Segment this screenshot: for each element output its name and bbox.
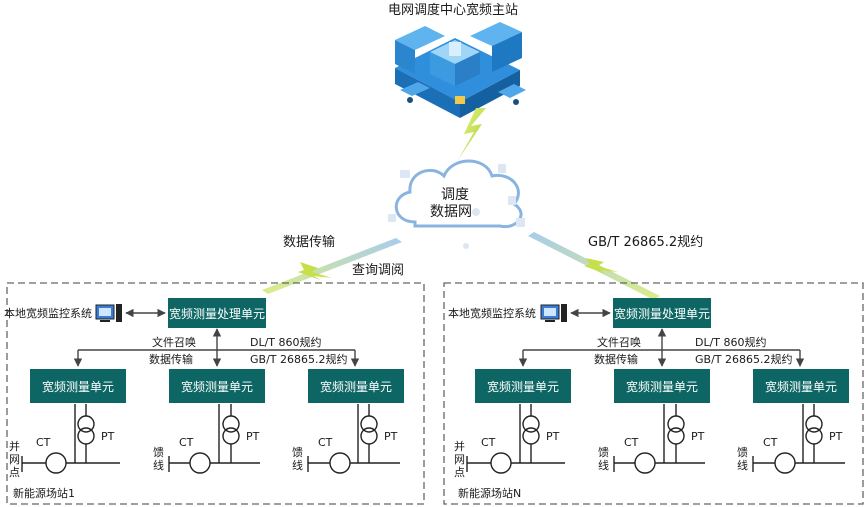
s1-u2-ct: CT <box>179 436 194 449</box>
sn-u1-pt: PT <box>546 430 560 443</box>
sn-u2-line: 馈线 <box>598 446 609 472</box>
monitor-icon-station-n <box>540 304 567 322</box>
lightning-left <box>298 262 332 280</box>
cloud-network-icon <box>388 159 525 249</box>
ct-pt-symbol-sn-u2 <box>613 404 705 474</box>
sn-u3-ct: CT <box>763 436 778 449</box>
link-beam-left <box>262 238 402 294</box>
station-1-unit-1: 宽频测量单元 <box>30 369 126 403</box>
station-n-protocol-dl: DL/T 860规约 <box>695 336 767 349</box>
station-n-unit-3: 宽频测量单元 <box>753 369 849 403</box>
sn-u1-ct: CT <box>481 436 496 449</box>
ct-pt-symbol-s1-u3 <box>307 404 400 474</box>
s1-u3-line: 馈线 <box>292 446 303 472</box>
ct-pt-symbol-s1-u2 <box>168 404 260 474</box>
sn-u2-pt: PT <box>691 430 705 443</box>
cloud-label-line1: 调度 <box>441 187 469 203</box>
station-1-processor-box: 宽频测量处理单元 <box>168 298 266 328</box>
station-n-wiring <box>518 308 805 367</box>
station-1-unit-2: 宽频测量单元 <box>169 369 265 403</box>
station-n-unit-2: 宽频测量单元 <box>614 369 710 403</box>
station-n-monitor-label: 本地宽频监控系统 <box>448 307 536 320</box>
ct-pt-symbol-s1-u1 <box>21 404 120 474</box>
station-1-file-call: 文件召唤 <box>152 336 196 349</box>
station-n-name: 新能源场站N <box>458 487 522 500</box>
s1-u1-pt: PT <box>101 430 115 443</box>
station-n-processor-box: 宽频测量处理单元 <box>613 298 711 328</box>
station-n-protocol-gb: GB/T 26865.2规约 <box>695 353 793 366</box>
sn-u3-line: 馈线 <box>737 446 748 472</box>
s1-u2-line: 馈线 <box>153 446 164 472</box>
station-n-border <box>443 282 864 505</box>
s1-u1-ct: CT <box>36 436 51 449</box>
s1-u3-pt: PT <box>384 430 398 443</box>
station-1-monitor-label: 本地宽频监控系统 <box>4 307 92 320</box>
query-label: 查询调阅 <box>352 263 405 278</box>
sn-u2-ct: CT <box>624 436 639 449</box>
station-1-name: 新能源场站1 <box>13 487 75 500</box>
sn-u3-pt: PT <box>829 430 843 443</box>
station-1-data-transfer: 数据传输 <box>149 353 193 366</box>
left-link-label: 数据传输 <box>283 235 336 250</box>
ct-pt-symbol-sn-u3 <box>752 404 845 474</box>
s1-u3-ct: CT <box>318 436 333 449</box>
station-1-wiring <box>73 308 360 367</box>
cloud-label-line2: 数据网 <box>430 204 472 220</box>
lightning-master-cloud <box>458 108 486 160</box>
sn-u1-line: 并网点 <box>454 440 465 479</box>
station-n-file-call: 文件召唤 <box>597 336 641 349</box>
station-1-protocol-gb: GB/T 26865.2规约 <box>250 353 348 366</box>
right-link-label: GB/T 26865.2规约 <box>588 235 704 250</box>
lightning-right <box>584 258 618 274</box>
s1-u1-line: 并网点 <box>9 440 20 479</box>
s1-u2-pt: PT <box>246 430 260 443</box>
master-station-title: 电网调度中心宽频主站 <box>388 3 519 18</box>
master-station-icon <box>395 22 526 118</box>
ct-pt-symbol-sn-u1 <box>466 404 565 474</box>
station-n-data-transfer: 数据传输 <box>594 353 638 366</box>
station-1-unit-3: 宽频测量单元 <box>308 369 404 403</box>
monitor-icon-station-1 <box>95 304 122 322</box>
station-n-unit-1: 宽频测量单元 <box>475 369 571 403</box>
station-1-protocol-dl: DL/T 860规约 <box>250 336 322 349</box>
